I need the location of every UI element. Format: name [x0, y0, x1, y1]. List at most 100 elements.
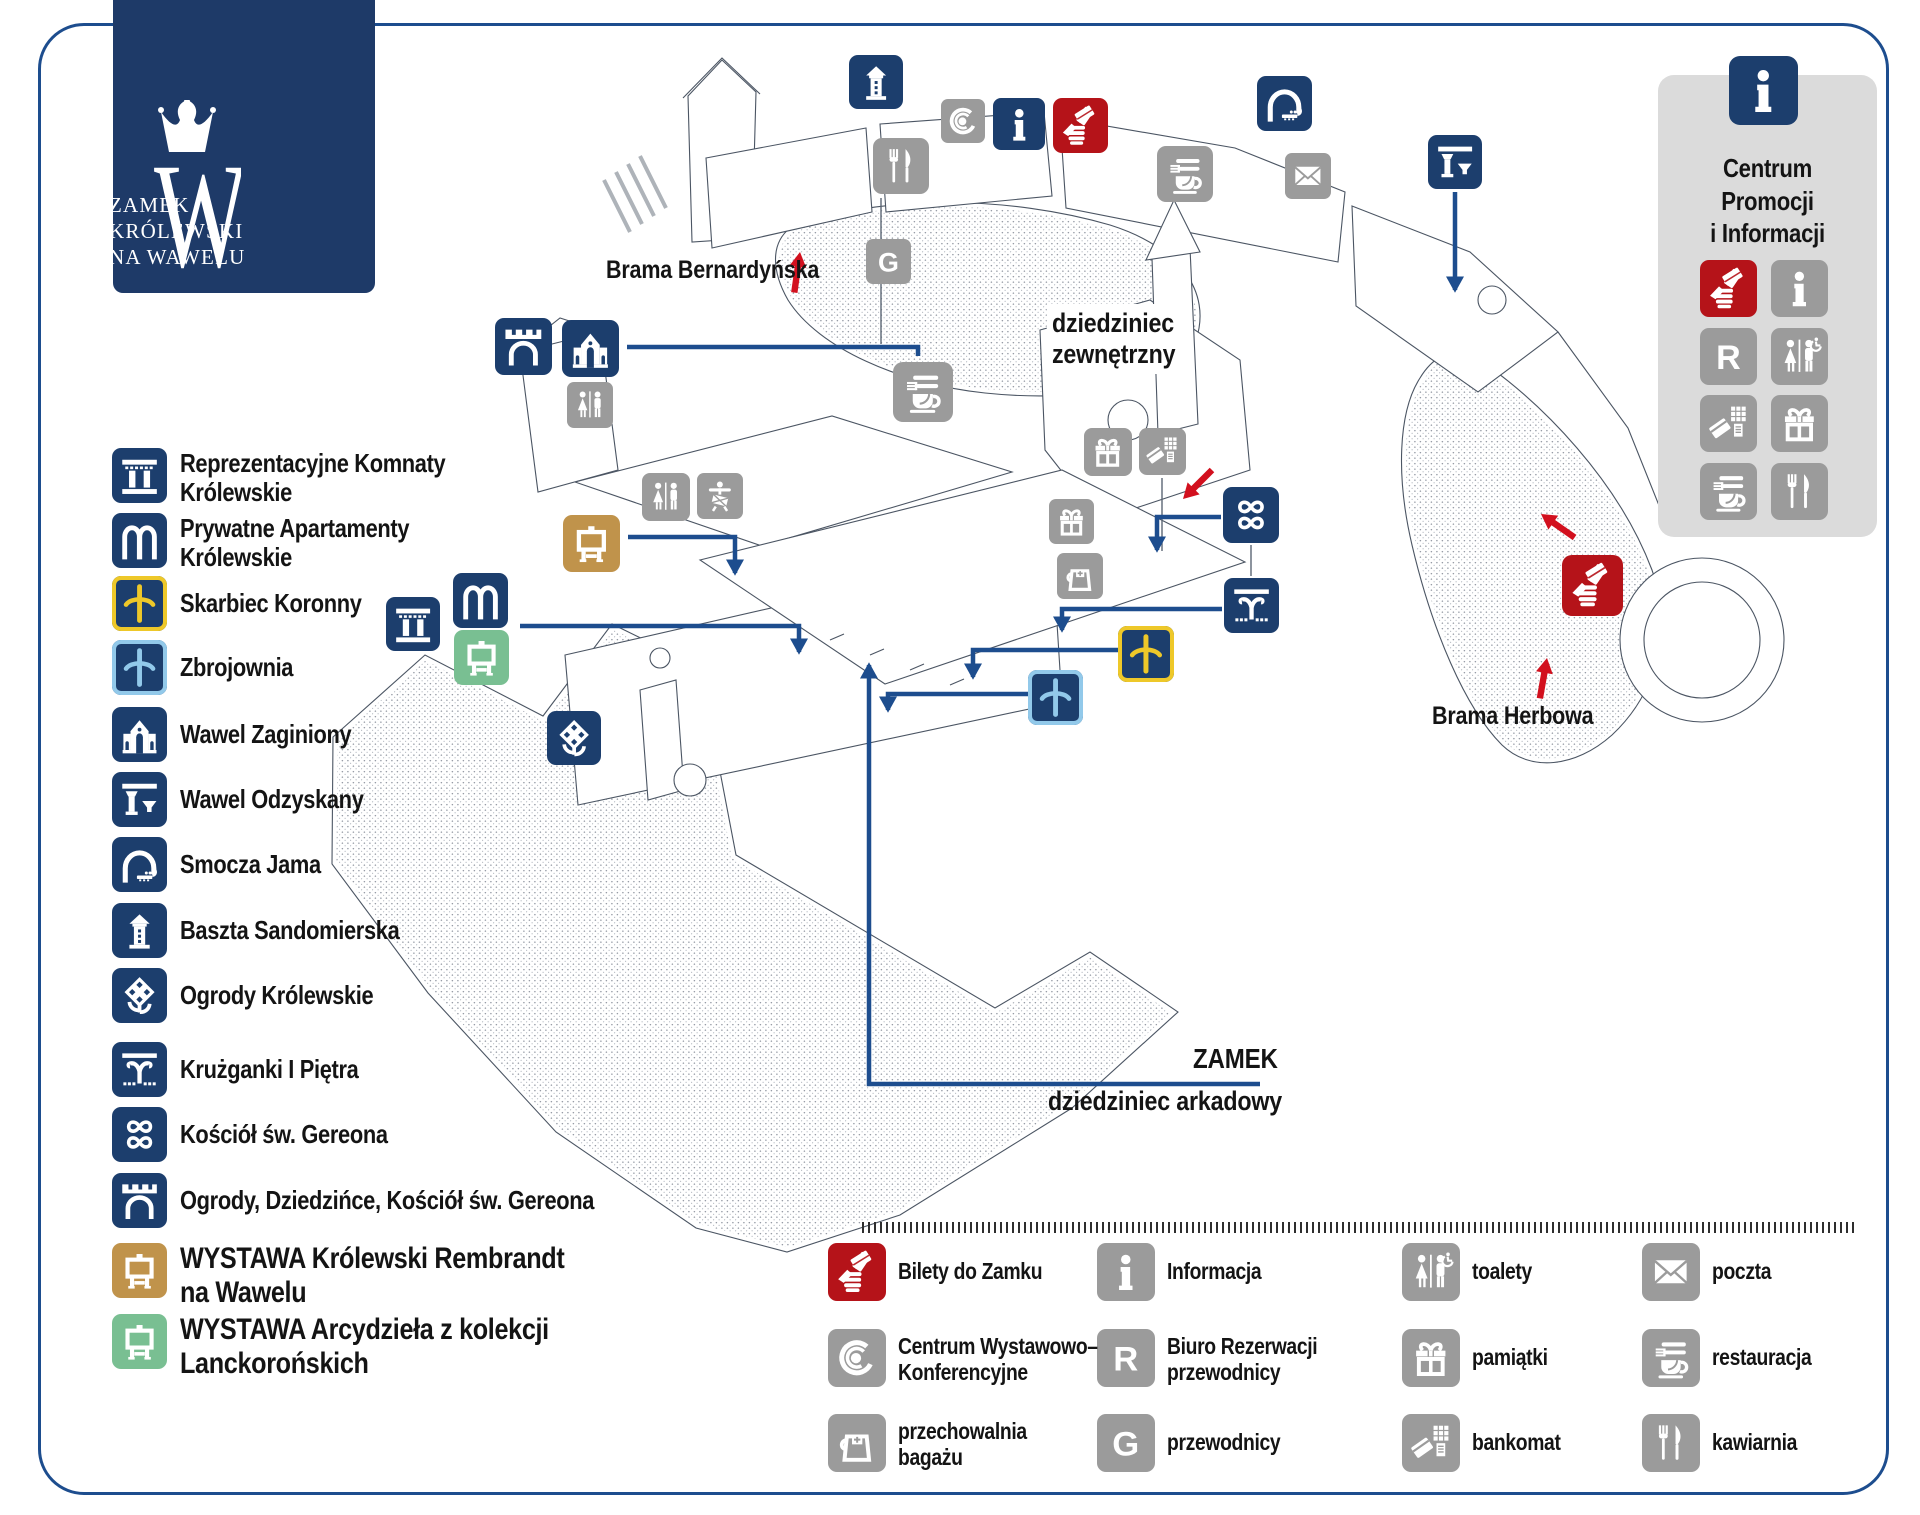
wc-accessible-icon: [1402, 1243, 1460, 1301]
map-label-zamek: ZAMEK: [1193, 1043, 1278, 1074]
cloisters-icon: [112, 1042, 167, 1097]
info-icon: [1771, 260, 1828, 317]
legend-label: Smocza Jama: [180, 849, 321, 879]
wc-accessible-icon: [1771, 328, 1828, 385]
tickets-icon: [1562, 555, 1623, 616]
sword-icon: [1118, 626, 1174, 682]
legend-label: Wawel Zaginiony: [180, 719, 352, 749]
gereon-knot-icon: [112, 1107, 167, 1162]
info-icon: [1097, 1243, 1155, 1301]
legend-label: WYSTAWA Arcydzieła z kolekcji Lanckorońs…: [180, 1313, 549, 1380]
legend-label: Bilety do Zamku: [898, 1258, 1043, 1284]
legend-label: Ogrody, Dziedzińce, Kościół św. Gereona: [180, 1185, 595, 1215]
wc-icon: [642, 473, 690, 521]
cloisters-icon: [1224, 578, 1279, 633]
wall-arch-icon: [495, 318, 552, 375]
restaurant-icon: [1700, 463, 1757, 520]
lost-wawel-icon: [112, 707, 167, 762]
atm-icon: [1139, 428, 1186, 475]
legend-label: kawiarnia: [1712, 1429, 1798, 1455]
legend-label: restauracja: [1712, 1344, 1812, 1370]
legend-label: WYSTAWA Królewski Rembrandt na Wawelu: [180, 1242, 565, 1309]
legend-label: Ogrody Królewskie: [180, 980, 374, 1010]
legend-label: Baszta Sandomierska: [180, 915, 400, 945]
gift-icon: [1402, 1329, 1460, 1387]
map-label-brama-herbowa: Brama Herbowa: [1432, 702, 1594, 730]
legend-separator: [862, 1222, 1858, 1233]
flower-icon: [547, 711, 601, 765]
dragon-den-icon: [112, 837, 167, 892]
letter-r-icon: [1700, 328, 1757, 385]
sword-icon: [112, 640, 167, 695]
flower-icon: [112, 968, 167, 1023]
wall-arch-icon: [112, 1173, 167, 1228]
conference-icon: [941, 99, 985, 143]
atm-icon: [1402, 1414, 1460, 1472]
logo-title: ZAMEK KRÓLEWSKI NA WAWELU: [109, 193, 246, 269]
legend-label: poczta: [1712, 1258, 1772, 1284]
page-border: [38, 23, 1889, 1495]
gift-icon: [1084, 428, 1132, 476]
tower-icon: [849, 55, 903, 109]
legend-label: Prywatne Apartamenty Królewskie: [180, 513, 410, 573]
sword-icon: [1028, 670, 1083, 725]
arches-icon: [112, 513, 167, 568]
legend-label: Reprezentacyjne Komnaty Królewskie: [180, 448, 446, 508]
map-label-dziedziniec-arkadowy: dziedziniec arkadowy: [1048, 1086, 1283, 1116]
legend-label: przewodnicy: [1167, 1429, 1281, 1455]
legend-label: toalety: [1472, 1258, 1532, 1284]
restaurant-icon: [893, 362, 953, 422]
gereon-knot-icon: [1223, 487, 1279, 543]
easel-icon: [112, 1243, 167, 1298]
legend-label: Biuro Rezerwacji przewodnicy: [1167, 1333, 1318, 1385]
luggage-icon: [828, 1414, 886, 1472]
conference-icon: [828, 1329, 886, 1387]
letter-r-icon: [1097, 1329, 1155, 1387]
legend-label: pamiątki: [1472, 1344, 1548, 1370]
svg-text:W: W: [154, 134, 241, 272]
legend-label: Zbrojownia: [180, 652, 294, 682]
map-label-dziedziniec-zewnetrzny: dziedziniec zewnętrzny: [1046, 304, 1180, 375]
wc-icon: [567, 382, 613, 428]
cutlery-icon: [1642, 1414, 1700, 1472]
easel-icon: [563, 515, 620, 572]
luggage-icon: [1057, 553, 1103, 599]
route-lines: [520, 192, 1464, 1087]
crown-w-icon: W: [154, 100, 241, 272]
tickets-icon: [1053, 98, 1108, 153]
legend-label: Informacja: [1167, 1258, 1262, 1284]
legend-label: bankomat: [1472, 1429, 1561, 1455]
restaurant-icon: [1157, 146, 1213, 202]
lost-wawel-icon: [562, 320, 619, 377]
gift-icon: [1049, 499, 1094, 544]
restaurant-icon: [1642, 1329, 1700, 1387]
atm-icon: [1700, 395, 1757, 452]
info-icon: [1729, 56, 1798, 125]
legend-label: przechowalnia bagażu: [898, 1418, 1027, 1470]
tower-icon: [112, 903, 167, 958]
legend-label: Skarbiec Koronny: [180, 588, 362, 618]
tickets-icon: [1700, 260, 1757, 317]
cutlery-icon: [873, 138, 929, 194]
columns-icon: [112, 448, 167, 503]
letter-g-icon: [866, 239, 911, 284]
info-icon: [993, 98, 1045, 150]
easel-icon: [112, 1314, 167, 1369]
letter-g-icon: [1097, 1414, 1155, 1472]
legend-label: Kościół św. Gereona: [180, 1119, 388, 1149]
recovered-wawel-icon: [1428, 135, 1482, 189]
baby-care-icon: [697, 473, 743, 519]
legend-label: Centrum Wystawowo– Konferencyjne: [898, 1333, 1098, 1385]
easel-icon: [454, 630, 509, 685]
post-icon: [1285, 153, 1331, 199]
promo-panel: [1658, 75, 1877, 537]
wawel-logo: W: [113, 0, 375, 293]
dragon-den-icon: [1257, 76, 1312, 131]
post-icon: [1642, 1243, 1700, 1301]
cutlery-icon: [1771, 463, 1828, 520]
legend-label: Wawel Odzyskany: [180, 784, 364, 814]
gift-icon: [1771, 395, 1828, 452]
